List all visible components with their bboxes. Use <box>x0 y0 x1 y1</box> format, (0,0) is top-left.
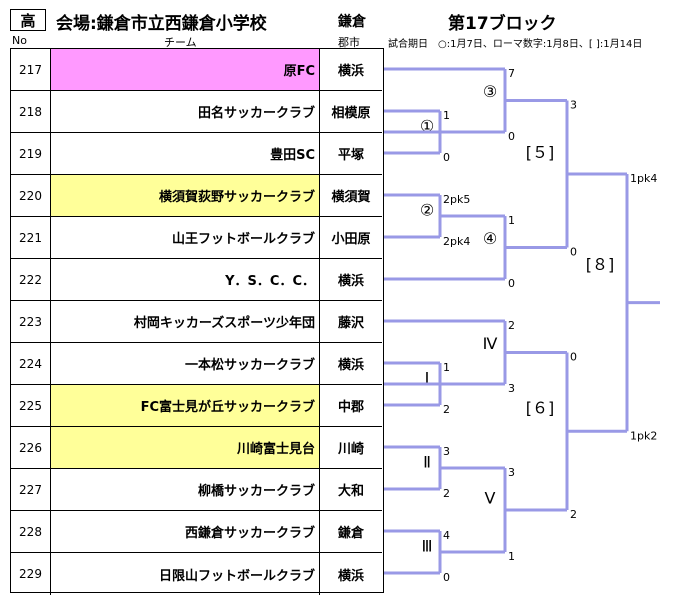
match-label: ③ <box>483 82 497 101</box>
team-city: 横須賀 <box>331 190 371 205</box>
match-label: Ⅴ <box>485 488 496 507</box>
team-number: 226 <box>11 427 51 468</box>
team-city: 横浜 <box>337 274 364 289</box>
score-top: 1 <box>443 109 450 122</box>
team-number: 224 <box>11 343 51 384</box>
team-number: 218 <box>11 91 51 132</box>
score-bottom: 1 <box>508 550 515 563</box>
team-city: 藤沢 <box>337 316 364 331</box>
score-top: 3 <box>508 466 515 479</box>
score-bottom: 2 <box>570 508 577 521</box>
team-name: 横須賀荻野サッカークラブ <box>51 175 320 216</box>
team-city: 相模原 <box>331 106 371 121</box>
block-title: 第17ブロック <box>448 14 557 34</box>
venue-city: 鎌倉 <box>338 14 366 30</box>
team-city: 大和 <box>337 484 364 499</box>
col-header-team: チーム <box>164 36 197 49</box>
col-header-city: 郡市 <box>338 36 360 49</box>
team-city: 川崎 <box>337 442 364 457</box>
team-number: 225 <box>11 385 51 426</box>
team-name: 西鎌倉サッカークラブ <box>51 511 320 552</box>
team-number: 223 <box>11 301 51 342</box>
score-top: 0 <box>570 351 577 364</box>
team-number: 219 <box>11 133 51 174</box>
category-badge: 高 <box>10 9 46 31</box>
team-city: 横浜 <box>337 568 364 584</box>
team-number: 222 <box>11 259 51 300</box>
score-top: 2pk5 <box>443 193 470 206</box>
score-bottom: 2pk4 <box>443 235 470 248</box>
team-name: 川崎富士見台 <box>51 427 320 468</box>
score-bottom: 2 <box>443 403 450 416</box>
score-bottom: 0 <box>443 151 450 164</box>
match-label: [６] <box>526 399 555 418</box>
team-city: 小田原 <box>331 232 371 247</box>
date-legend: 試合期日 ○:1月7日、ローマ数字:1月8日、[ ]:1月14日 <box>388 39 643 50</box>
team-name: 原FC <box>51 49 320 90</box>
match-label: Ⅰ <box>425 369 430 388</box>
score-bottom: 0 <box>570 246 577 259</box>
match-label: Ⅱ <box>423 453 431 472</box>
team-name: 柳橋サッカークラブ <box>51 469 320 510</box>
score-top: 3 <box>570 99 577 112</box>
score-top: 7 <box>508 67 515 80</box>
score-top: 2 <box>508 319 515 332</box>
match-label: [８] <box>586 255 615 274</box>
score-top: 1 <box>443 361 450 374</box>
score-top: 4 <box>443 529 450 542</box>
team-city: 中郡 <box>337 400 364 415</box>
team-city: 鎌倉 <box>337 526 364 541</box>
score-bottom: 0 <box>508 277 515 290</box>
team-city: 平塚 <box>337 148 364 163</box>
venue-title: 会場:鎌倉市立西鎌倉小学校 <box>56 14 267 34</box>
team-name: 田名サッカークラブ <box>51 91 320 132</box>
match-label: Ⅳ <box>483 334 498 353</box>
score-bottom: 3 <box>508 382 515 395</box>
col-header-no: No <box>12 34 27 47</box>
team-name: 山王フットボールクラブ <box>51 217 320 258</box>
team-number: 217 <box>11 49 51 90</box>
team-name: Y．S．C．C． <box>51 259 320 300</box>
score-top: 1pk4 <box>630 172 657 185</box>
team-name: FC富士見が丘サッカークラブ <box>51 385 320 426</box>
score-top: 1 <box>508 214 515 227</box>
team-number: 221 <box>11 217 51 258</box>
team-number: 228 <box>11 511 51 552</box>
team-city: 横浜 <box>337 358 364 373</box>
match-label: ② <box>420 201 434 220</box>
score-bottom: 0 <box>443 571 450 584</box>
team-name: 村岡キッカーズスポーツ少年団 <box>51 301 320 342</box>
team-name: 日限山フットボールクラブ <box>51 553 320 595</box>
match-label: ④ <box>483 229 497 248</box>
team-number: 229 <box>11 553 51 595</box>
score-bottom: 0 <box>508 130 515 143</box>
team-name: 一本松サッカークラブ <box>51 343 320 384</box>
team-city: 横浜 <box>337 64 364 79</box>
team-number: 220 <box>11 175 51 216</box>
team-number: 227 <box>11 469 51 510</box>
score-bottom: 2 <box>443 487 450 500</box>
score-bottom: 1pk2 <box>630 429 657 442</box>
match-label: [５] <box>526 143 555 162</box>
team-name: 豊田SC <box>51 133 320 174</box>
match-label: Ⅲ <box>421 537 432 556</box>
score-top: 3 <box>443 445 450 458</box>
